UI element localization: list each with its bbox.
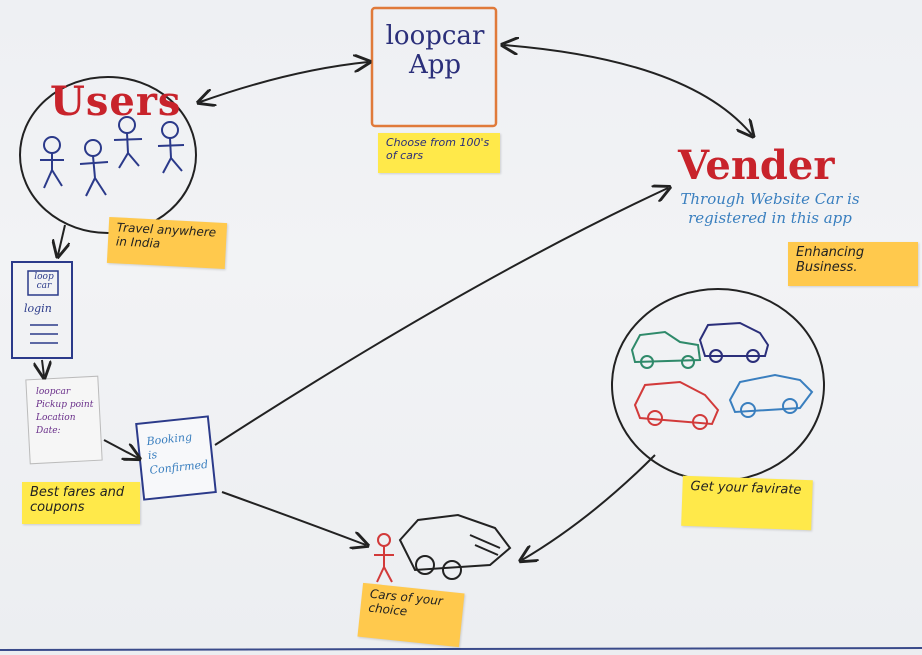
arrow-app-vender (504, 45, 752, 135)
vender-description: Through Website Car is registered in thi… (680, 190, 860, 227)
fares-note: Best fares and coupons (22, 482, 140, 524)
arrow-form-booking (103, 439, 138, 458)
arrow-users-app (200, 62, 368, 102)
car-sketches (630, 321, 814, 430)
users-title: Users (50, 78, 182, 125)
bottom-edge-line (0, 647, 922, 651)
users-note: Travel anywhere in India (106, 216, 228, 270)
cars-circle (611, 288, 825, 482)
form-line: Pickup point (36, 400, 94, 411)
favorite-note: Get your favirate (681, 475, 813, 531)
choice-note: Cars of your choice (357, 582, 465, 648)
booking-text: Booking is Confirmed (145, 430, 209, 477)
form-line: Location (36, 413, 76, 424)
form-line: Date: (36, 426, 61, 437)
phone-lines (30, 324, 58, 344)
arrow-booking-vender (214, 188, 668, 446)
phone-sketch (11, 261, 73, 359)
form-text: loopcar Pickup point Location Date: (36, 386, 102, 438)
jeep-sketch (398, 513, 512, 580)
arrow-booking-car (221, 491, 366, 545)
vender-title: Vender (678, 142, 835, 189)
phone-login-text: login (24, 302, 52, 315)
arrow-users-phone (58, 224, 65, 255)
phone-logo-box (27, 270, 59, 296)
form-sketch (25, 375, 103, 465)
customer-figure (374, 533, 394, 583)
stick-figures (40, 116, 185, 197)
app-title: loopcar App (385, 21, 485, 80)
arrow-phone-form (42, 359, 44, 376)
vender-note: Enhancing Business. (788, 242, 918, 286)
arrow-cars-car (522, 454, 656, 560)
app-note: Choose from 100's of cars (378, 133, 500, 173)
booking-card (135, 415, 217, 501)
form-line: loopcar (36, 387, 71, 397)
phone-logo-text: loop car (34, 272, 54, 291)
